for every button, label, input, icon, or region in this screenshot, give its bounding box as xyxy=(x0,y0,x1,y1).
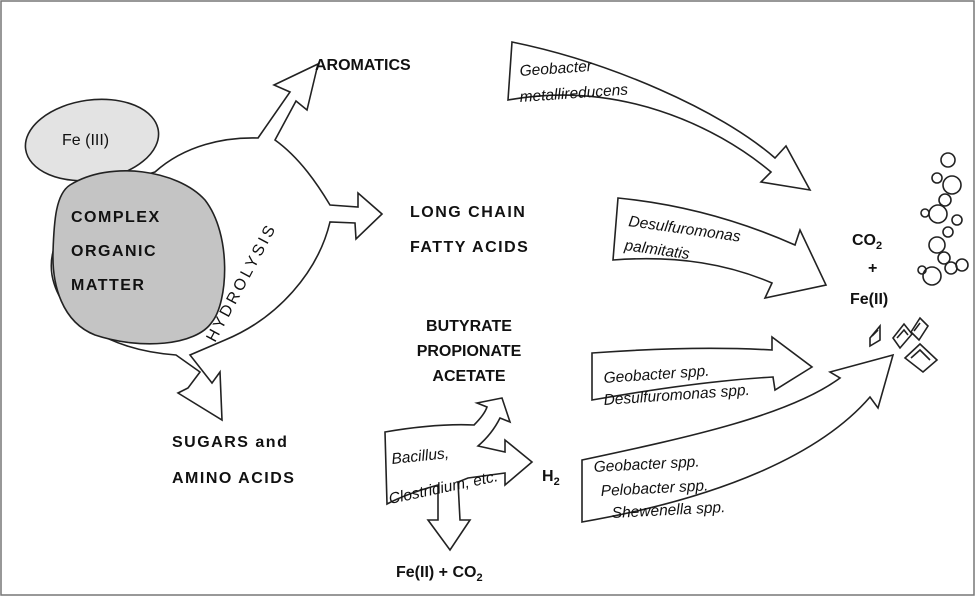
plus-label: + xyxy=(868,260,877,277)
h2-label: H2 xyxy=(542,468,560,488)
fe3-label: Fe (III) xyxy=(62,132,109,149)
vfa-label-line3: ACETATE xyxy=(432,368,506,385)
co2-label: CO2 xyxy=(852,232,882,252)
gas-bubble-icon xyxy=(917,152,969,286)
fermentation-arrow xyxy=(384,397,534,552)
fermentation-products-label: Fe(II) + CO2 xyxy=(396,564,483,584)
aromatics-oxidation-arrow xyxy=(507,41,812,192)
aromatics-label: AROMATICS xyxy=(315,57,411,74)
complex-label-line2: ORGANIC xyxy=(71,243,157,260)
fe2-label: Fe(II) xyxy=(850,291,888,308)
organism-aromatics-line1: Geobacter xyxy=(519,58,593,80)
organism-h2-line2: Pelobacter spp. xyxy=(600,477,708,500)
complex-organic-matter-blob xyxy=(52,170,226,345)
sugars-label-line2: AMINO ACIDS xyxy=(172,470,295,487)
vfa-label-line1: BUTYRATE xyxy=(426,318,512,335)
organism-h2-line3: Shewenella spp. xyxy=(611,499,725,522)
mineral-crystal-icon xyxy=(869,316,939,374)
organism-h2-line1: Geobacter spp. xyxy=(593,453,700,476)
h2-oxidation-arrow xyxy=(581,353,895,523)
vfa-label-line2: PROPIONATE xyxy=(417,343,522,360)
lcfa-oxidation-arrow xyxy=(612,197,828,300)
complex-label-line1: COMPLEX xyxy=(71,209,161,226)
lcfa-label-line1: LONG CHAIN xyxy=(410,204,526,221)
complex-label-line3: MATTER xyxy=(71,277,145,294)
organism-ferm-line1: Bacillus, xyxy=(391,445,450,468)
lcfa-label-line2: FATTY ACIDS xyxy=(410,239,529,256)
sugars-label-line1: SUGARS and xyxy=(172,434,288,451)
vfa-oxidation-arrow xyxy=(591,335,814,401)
